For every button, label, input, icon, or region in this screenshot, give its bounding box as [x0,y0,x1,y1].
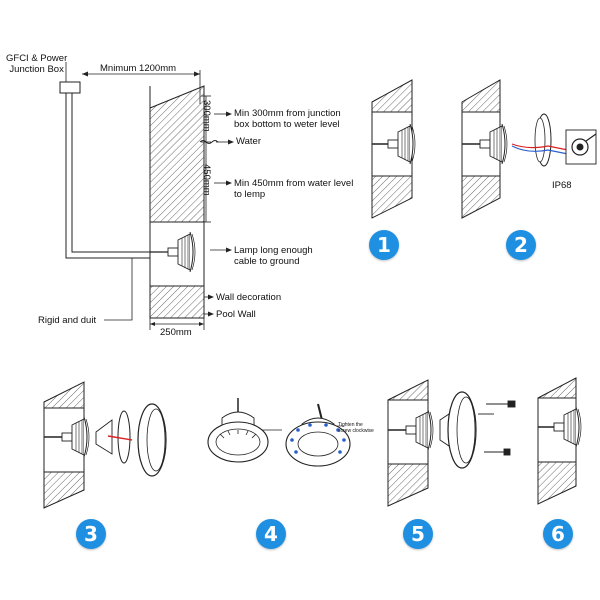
main-diagram [59,62,234,330]
step-6-illustration [537,377,582,505]
note-pool-wall: Pool Wall [216,309,256,320]
note-rigid: Rigid and duit [38,315,97,326]
min-width-label: Mnimum 1200mm [100,63,177,74]
conduit-inner [71,93,150,253]
step-4-caption: Tighten the screw clockwise [338,422,374,434]
step-1-illustration [371,79,416,219]
note-water: Water [236,136,261,147]
step-badge-4: 4 [256,519,286,549]
dim-450-label: 450mm [201,164,212,196]
step-badge-1: 1 [369,230,399,260]
step-badge-6: 6 [543,519,573,549]
ground-frame [72,93,150,252]
note-450: Min 450mm from water level to lemp [234,178,354,200]
junction-box [59,81,81,94]
step-badge-2: 2 [506,230,536,260]
step-5-illustration [387,379,516,507]
conduit-outer [65,93,150,259]
note-wall-decoration: Wall decoration [216,292,282,303]
note-cable: Lamp long enough cable to ground [234,245,313,267]
dim-250-label: 250mm [160,327,192,338]
step-badge-3: 3 [76,519,106,549]
step-badge-5: 5 [403,519,433,549]
note-300: Min 300mm from junction box bottom to we… [234,108,341,130]
step-4-illustration [207,398,351,467]
step-2-caption: IP68 [552,180,572,191]
dim-300-label: 300mm [201,100,212,132]
step-3-illustration [43,381,167,509]
junction-box-label: GFCI & Power Junction Box [6,53,68,75]
step-2-illustration [461,79,597,219]
